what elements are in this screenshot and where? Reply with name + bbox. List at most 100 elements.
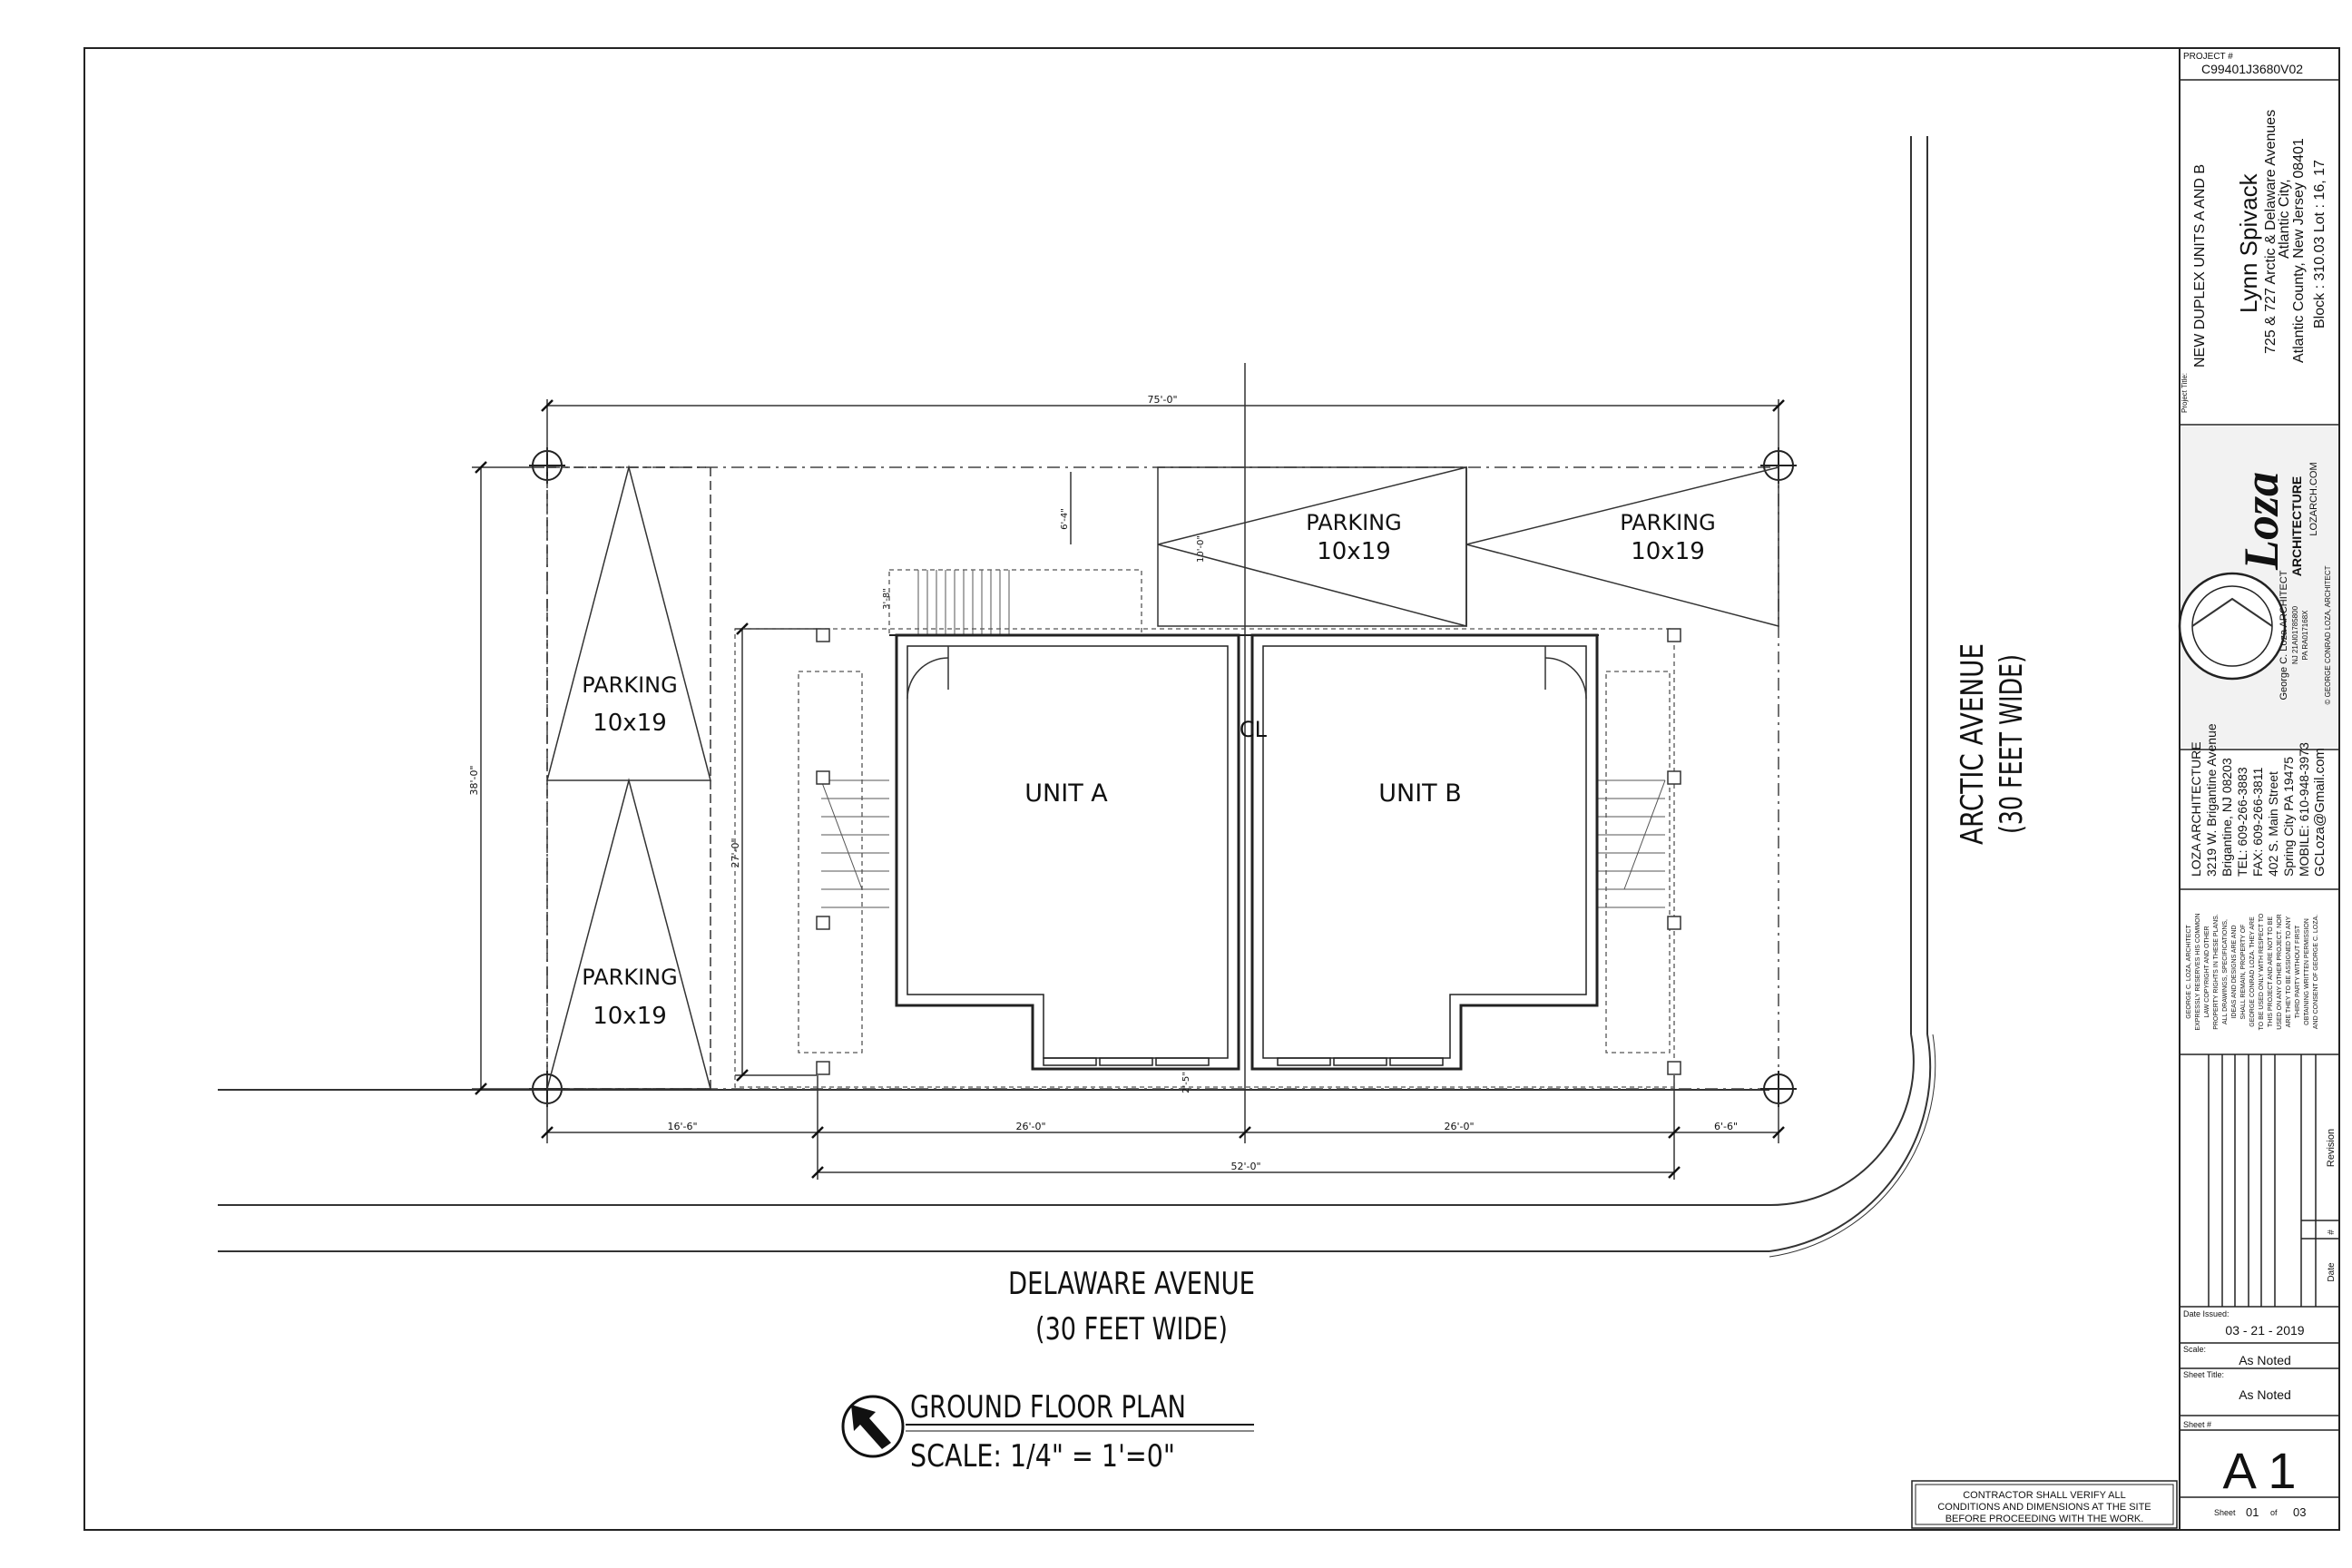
copyright-line: TO BE USED ONLY WITH RESPECT TO — [2259, 913, 2265, 1030]
firm-line-8: MOBILE: 610-948-3973 — [2297, 742, 2311, 877]
copyright-notice: GEORGE C. LOZA, ARCHITECT EXPRESSLY RESE… — [2186, 913, 2319, 1031]
parking-label: PARKING — [1306, 510, 1401, 535]
seal-icon — [2178, 572, 2287, 681]
copyright-line: ARE THEY TO BE ASSIGNED TO ANY — [2286, 916, 2292, 1027]
sheet-title-label: Sheet Title: — [2183, 1370, 2224, 1379]
scale-label: Scale: — [2183, 1345, 2206, 1354]
contractor-note-inner — [1915, 1484, 2174, 1525]
parking-space-north-2: PARKING 10x19 — [1620, 510, 1715, 565]
project-title: NEW DUPLEX UNITS A AND B — [2192, 164, 2208, 368]
doors — [906, 646, 1587, 700]
street-name-delaware: DELAWARE AVENUE — [1008, 1266, 1255, 1302]
sheet-number-label: Sheet # — [2183, 1420, 2211, 1429]
offset-dimension: 10'-0" — [1196, 535, 1206, 563]
firm-line-7: Spring City PA 19475 — [2281, 757, 2296, 877]
logo-subtitle: ARCHITECTURE — [2289, 476, 2304, 576]
address-line-3: Atlantic County, New Jersey 08401 — [2291, 138, 2307, 363]
logo-url: LOZARCH.COM — [2308, 462, 2319, 535]
seal-line-1: George C. Loza ARCHITECT — [2278, 570, 2289, 700]
firm-line-4: TEL: 609-266-3883 — [2235, 767, 2249, 877]
bottom-dim-3: 26'-0" — [1444, 1121, 1474, 1132]
centerline-label: CL — [1240, 717, 1268, 742]
unit-a-walls — [889, 633, 1599, 1071]
parking-space-west-1: PARKING 10x19 — [582, 672, 677, 737]
firm-logo: Loza ARCHITECTURE LOZARCH.COM George C. … — [2178, 426, 2337, 748]
parking-size: 10x19 — [593, 1003, 667, 1030]
deck-outline — [734, 569, 1675, 1088]
deck-posts — [816, 628, 1681, 1075]
street-name-arctic: ARCTIC AVENUE — [1955, 643, 1991, 845]
seal-line-2: NJ 21AI01785800 — [2291, 605, 2299, 664]
parking-space-north-1: PARKING 10x19 — [1306, 510, 1401, 565]
project-number-label: PROJECT # — [2183, 52, 2233, 62]
copyright-line: ALL DRAWINGS, SPECIFICATIONS, — [2222, 919, 2229, 1024]
firm-line-6: 402 S. Main Street — [2266, 771, 2280, 877]
stair-dimension: 3'-8" — [882, 588, 892, 610]
project-number: C99401J3680V02 — [2201, 62, 2303, 76]
parking-space-west-2: PARKING 10x19 — [582, 965, 677, 1030]
bottom-dim-4: 6'-6" — [1714, 1121, 1738, 1132]
seal-footer: © GEORGE CONRAD LOZA, ARCHITECT — [2324, 565, 2332, 704]
address-line-4: Block : 310.03 Lot : 16, 17 — [2312, 160, 2328, 328]
copyright-line: GEORGE C. LOZA, ARCHITECT — [2186, 925, 2192, 1019]
copyright-line: OBTAINING WRITTEN PERMISSION — [2304, 918, 2310, 1025]
contractor-note-box — [1911, 1480, 2178, 1529]
sheet-word: Sheet — [2214, 1508, 2236, 1517]
copyright-line: LAW COPYRIGHT AND OTHER — [2204, 926, 2210, 1017]
firm-line-2: 3219 W. Brigantine Avenue — [2204, 723, 2219, 877]
street-width-arctic: (30 FEET WIDE) — [1994, 654, 2030, 834]
step-dimension: 2'-5" — [1181, 1072, 1191, 1093]
address-line-2: Atlantic City, — [2277, 179, 2292, 259]
contractor-note-line-1: CONTRACTOR SHALL VERIFY ALL — [1963, 1490, 2126, 1501]
project-title-label: Project Title: — [2180, 373, 2189, 413]
dimension-lines — [472, 363, 1779, 1180]
sheet-title: As Noted — [2239, 1387, 2291, 1402]
unit-b-walls — [1250, 633, 1599, 1071]
windows — [1043, 1057, 1444, 1066]
parking-label: PARKING — [582, 672, 677, 698]
logo-wordmark: Loza — [2234, 472, 2288, 571]
date-column-label: Date — [2327, 1262, 2337, 1282]
parking-label: PARKING — [582, 965, 677, 990]
street-lines — [218, 136, 1936, 1258]
sheet-total: 03 — [2293, 1505, 2306, 1519]
unit-b-label: UNIT B — [1378, 779, 1462, 808]
building-dimension: 52'-0" — [1230, 1161, 1260, 1172]
seal-line-3: PA RA017168X — [2301, 610, 2309, 661]
dimension-ticks — [475, 399, 1785, 1179]
bottom-dim-1: 16'-6" — [667, 1121, 697, 1132]
address-line-1: 725 & 727 Arctic & Delaware Avenues — [2263, 110, 2278, 354]
firm-email: GCLoza@Gmail.com — [2312, 748, 2328, 877]
parking-size: 10x19 — [1317, 538, 1391, 565]
of-word: of — [2270, 1508, 2278, 1517]
copyright-line: USED ON ANY OTHER PROJECT. NOR — [2277, 914, 2283, 1029]
client-name: Lynn Spivack — [2235, 172, 2262, 313]
upper-dimension: 6'-4" — [1060, 508, 1070, 530]
unit-a-label: UNIT A — [1024, 779, 1108, 808]
copyright-line: THIS PROJECT AND ARE NOT TO BE — [2268, 916, 2274, 1027]
parking-label: PARKING — [1620, 510, 1715, 535]
exterior-stairs — [820, 570, 1666, 908]
firm-contact: LOZA ARCHITECTURE 3219 W. Brigantine Ave… — [2189, 723, 2328, 877]
bottom-dim-2: 26'-0" — [1015, 1121, 1045, 1132]
copyright-line: PROPERTY RIGHTS IN THESE PLANS. — [2213, 914, 2220, 1030]
sheet-index: 01 — [2246, 1505, 2259, 1519]
copyright-line: AND CONSENT OF GEORGE C. LOZA. — [2313, 915, 2319, 1029]
date-issued-label: Date Issued: — [2183, 1309, 2230, 1318]
revision-number-label: # — [2327, 1230, 2337, 1235]
sheet-number: A 1 — [2223, 1442, 2297, 1499]
depth-dimension: 27'-0" — [730, 838, 741, 867]
parking-size: 10x19 — [593, 710, 667, 737]
parking-outlines — [546, 465, 1779, 1090]
date-issued: 03 - 21 - 2019 — [2225, 1323, 2304, 1338]
sheet-border — [83, 47, 2340, 1531]
firm-line-1: LOZA ARCHITECTURE — [2189, 741, 2203, 877]
firm-line-3: Brigantine, NJ 08203 — [2220, 758, 2234, 877]
property-lines — [546, 466, 1779, 1090]
revision-label: Revision — [2326, 1129, 2337, 1167]
north-arrow-icon — [841, 1395, 905, 1458]
contractor-note-line-3: BEFORE PROCEEDING WITH THE WORK. — [1945, 1514, 2144, 1524]
left-dimension: 38'-0" — [468, 765, 480, 795]
